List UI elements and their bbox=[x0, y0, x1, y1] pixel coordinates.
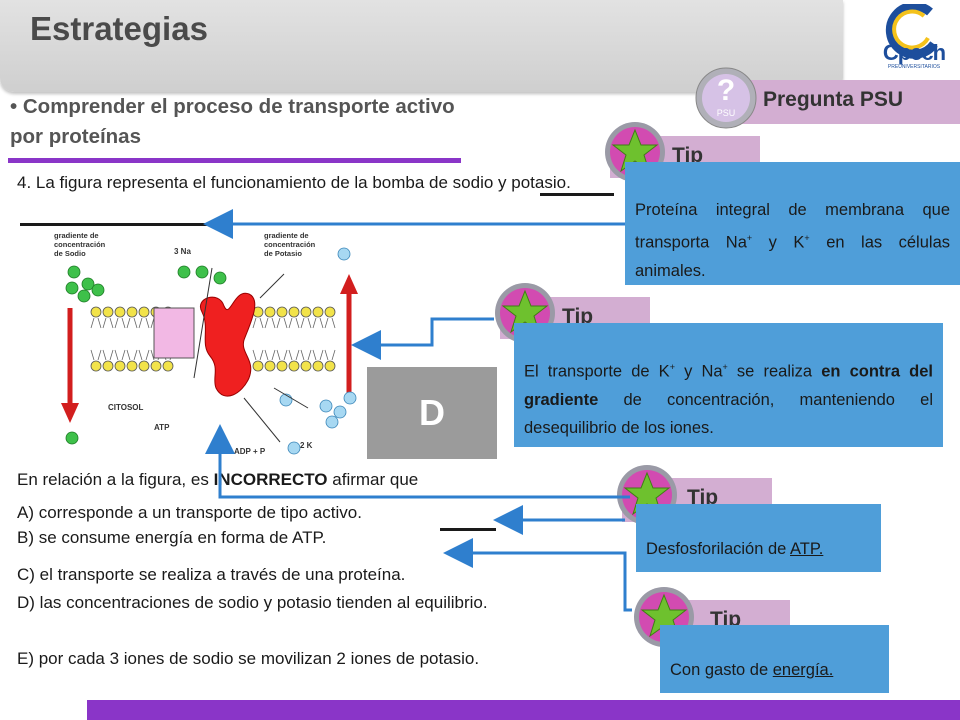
label-atp: ATP bbox=[154, 423, 170, 432]
label-na: 3 Na bbox=[174, 247, 191, 256]
lead-text-end: afirmar que bbox=[327, 470, 419, 489]
tip-4-box: Con gasto de energía. bbox=[660, 625, 889, 693]
svg-text:PSU: PSU bbox=[717, 108, 736, 118]
answer-box: D bbox=[367, 367, 497, 459]
lead-emphasis: INCORRECTO bbox=[213, 470, 328, 489]
underline-bomba bbox=[540, 193, 614, 196]
pregunta-psu-label: Pregunta PSU bbox=[763, 88, 904, 111]
page-title: Estrategias bbox=[30, 10, 208, 47]
sodium-ions bbox=[65, 265, 227, 445]
label-cytosol: CITOSOL bbox=[108, 403, 144, 412]
objective-underline bbox=[8, 158, 461, 163]
cpech-logo-icon bbox=[885, 4, 938, 59]
svg-text:?: ? bbox=[717, 74, 735, 107]
underline-sodio bbox=[20, 223, 210, 226]
label-potassium-gradient: gradiente de concentración de Potasio bbox=[264, 231, 317, 258]
label-k: 2 K bbox=[300, 441, 313, 450]
logo-text: Cpech bbox=[882, 40, 946, 65]
underline-activo bbox=[440, 528, 496, 531]
lipid-tails bbox=[90, 317, 336, 361]
option-c[interactable]: C) el transporte se realiza a través de … bbox=[17, 565, 406, 584]
label-sodium-gradient: gradiente de concentración de Sodio bbox=[54, 231, 107, 258]
logo-subtitle: PREUNIVERSITARIOS bbox=[887, 64, 941, 70]
tip-2-label: Tip bbox=[562, 305, 594, 328]
tip-3-label: Tip bbox=[687, 486, 719, 509]
lead-text: En relación a la figura, es bbox=[17, 470, 214, 489]
option-e[interactable]: E) por cada 3 iones de sodio se moviliza… bbox=[17, 649, 480, 668]
objective-text: • Comprender el proceso de transporte ac… bbox=[10, 95, 455, 148]
question-lead: En relación a la figura, es INCORRECTO a… bbox=[17, 467, 617, 492]
bottom-bar bbox=[87, 700, 960, 720]
option-b[interactable]: B) se consume energía en forma de ATP. bbox=[17, 528, 327, 547]
sodium-potassium-pump-figure: gradiente de concentración de Sodio grad… bbox=[44, 228, 374, 458]
pump-protein bbox=[199, 292, 256, 397]
label-adp: ADP + P bbox=[234, 447, 266, 456]
question-stem: 4. La figura representa el funcionamient… bbox=[17, 173, 571, 192]
tip-2-box: El transporte de K+ y Na+ se realiza en … bbox=[514, 323, 943, 447]
tip-1-box: Proteína integral de membrana que transp… bbox=[625, 162, 960, 285]
tip-3-box: Desfosforilación de ATP. bbox=[636, 504, 881, 572]
tip-1-label: Tip bbox=[672, 144, 704, 167]
arrow-tip-2 bbox=[351, 317, 494, 360]
potassium-ions bbox=[279, 247, 357, 455]
option-a[interactable]: A) corresponde a un transporte de tipo a… bbox=[17, 503, 362, 522]
option-d[interactable]: D) las concentraciones de sodio y potasi… bbox=[17, 593, 488, 612]
title-bar bbox=[0, 0, 843, 92]
pink-channel-protein bbox=[153, 307, 195, 359]
pregunta-psu-tab: Pregunta PSU bbox=[725, 80, 960, 124]
membrane-lower-layer bbox=[90, 360, 336, 372]
psu-question-icon: ? PSU bbox=[695, 67, 757, 129]
